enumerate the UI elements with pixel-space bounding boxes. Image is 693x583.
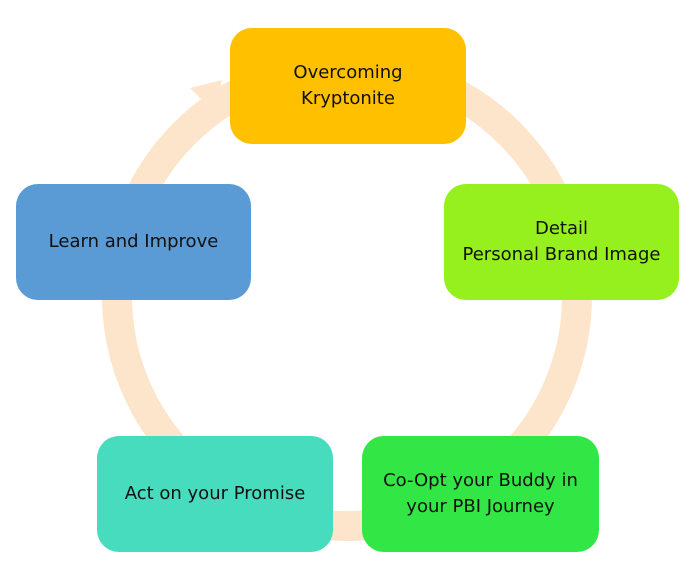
node-text-line: Overcoming	[293, 62, 403, 83]
node-text-line: Learn and Improve	[48, 231, 219, 252]
node-text-line: Co-Opt your Buddy in	[383, 470, 578, 491]
node-text-line: Detail	[534, 218, 589, 239]
node-text-line: your PBI Journey	[406, 496, 555, 517]
node-act-on-promise: Act on your Promise	[97, 436, 333, 552]
node-text-line: Personal Brand Image	[462, 244, 661, 265]
node-detail-personal-brand-image: Detail Personal Brand Image	[444, 184, 679, 300]
node-learn-and-improve: Learn and Improve	[16, 184, 251, 300]
node-text-line: Act on your Promise	[124, 483, 306, 504]
node-text-line: Kryptonite	[301, 88, 395, 109]
node-co-opt-buddy: Co-Opt your Buddy in your PBI Journey	[362, 436, 599, 552]
node-overcoming-kryptonite: Overcoming Kryptonite	[230, 28, 466, 144]
arrow-head-icon	[190, 80, 222, 112]
